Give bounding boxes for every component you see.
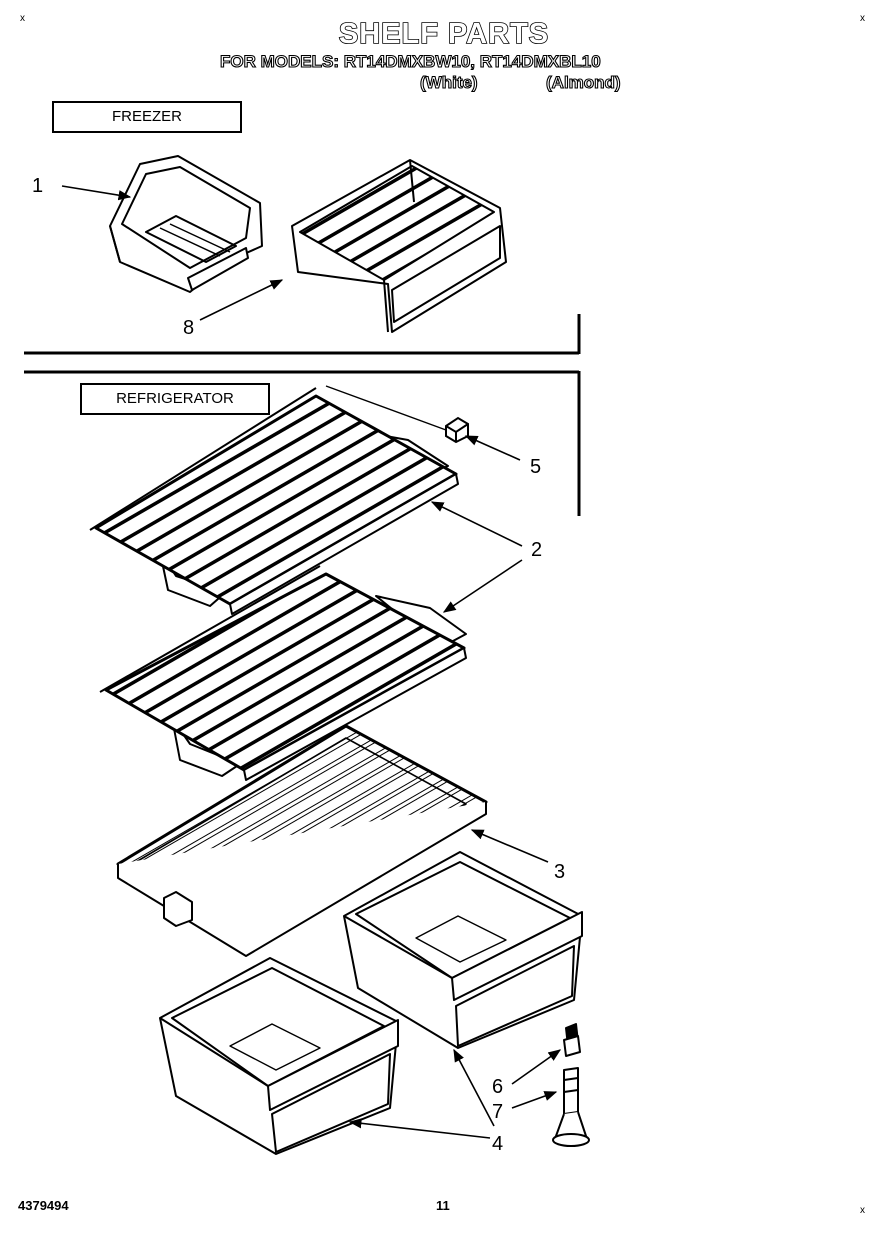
upper-wire-shelf xyxy=(89,387,459,615)
freezer-wire-shelf xyxy=(291,159,507,333)
callout-2: 2 xyxy=(531,539,543,561)
callout-3: 3 xyxy=(554,861,566,883)
leveling-leg xyxy=(552,1023,590,1147)
document-number: 4379494 xyxy=(18,1198,69,1213)
callout-6: 6 xyxy=(492,1076,504,1098)
section-frame-lines xyxy=(24,314,581,516)
crisper-drawer-right xyxy=(343,851,583,1049)
variant-almond: (Almond) xyxy=(545,72,621,92)
models-line: FOR MODELS: RT14DMXBW10, RT14DMXBL10 xyxy=(219,51,601,71)
callout-5: 5 xyxy=(530,456,542,478)
lower-wire-shelf xyxy=(99,565,467,781)
page-title: SHELF PARTS xyxy=(338,17,550,51)
freezer-bin xyxy=(109,155,263,293)
leader-lines xyxy=(61,185,562,1139)
freezer-section-label: FREEZER xyxy=(52,101,242,133)
callout-7: 7 xyxy=(492,1101,504,1123)
shelf-stop xyxy=(325,385,469,444)
corner-mark-top-right: x xyxy=(860,13,865,24)
page-number: 11 xyxy=(436,1198,450,1213)
corner-mark-bottom-right: x xyxy=(860,1205,865,1216)
callout-1: 1 xyxy=(32,175,44,197)
refrigerator-section-label: REFRIGERATOR xyxy=(80,383,270,415)
variant-white: (White) xyxy=(419,72,478,92)
crisper-drawer-left xyxy=(159,957,399,1155)
callout-8: 8 xyxy=(183,317,195,339)
callout-4: 4 xyxy=(492,1133,504,1155)
crisper-cover xyxy=(116,724,488,957)
corner-mark-top-left: x xyxy=(20,13,25,24)
